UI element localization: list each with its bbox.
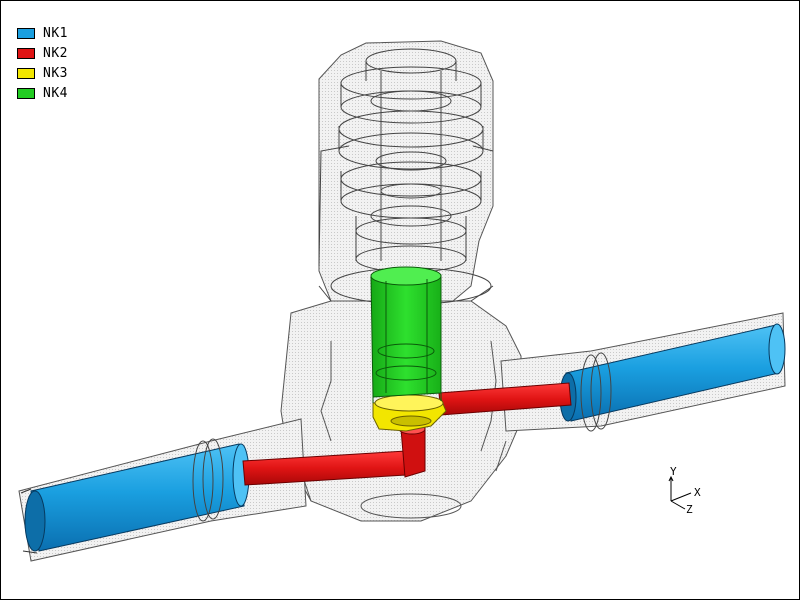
axis-label-y: Y (670, 465, 677, 478)
axis-triad (668, 475, 692, 510)
bonnet-wireframe (318, 48, 494, 305)
legend-item-nk3: NK3 (17, 63, 68, 83)
axis-label-x: X (694, 486, 701, 499)
legend-swatch-nk1 (17, 27, 35, 39)
legend-label-nk3: NK3 (43, 65, 68, 81)
flow-channel-nk2 (242, 382, 572, 486)
legend-label-nk1: NK1 (43, 25, 68, 41)
legend: NK1 NK2 NK3 NK4 (17, 23, 68, 103)
stem-nk4 (370, 266, 442, 403)
legend-label-nk2: NK2 (43, 45, 68, 61)
legend-swatch-nk4 (17, 87, 35, 99)
legend-label-nk4: NK4 (43, 85, 68, 101)
legend-item-nk1: NK1 (17, 23, 68, 43)
axis-label-z: Z (686, 503, 693, 516)
seat-nk3 (372, 394, 447, 432)
legend-swatch-nk2 (17, 47, 35, 59)
legend-swatch-nk3 (17, 67, 35, 79)
left-pipe-nk1 (20, 438, 250, 554)
legend-item-nk2: NK2 (17, 43, 68, 63)
legend-item-nk4: NK4 (17, 83, 68, 103)
